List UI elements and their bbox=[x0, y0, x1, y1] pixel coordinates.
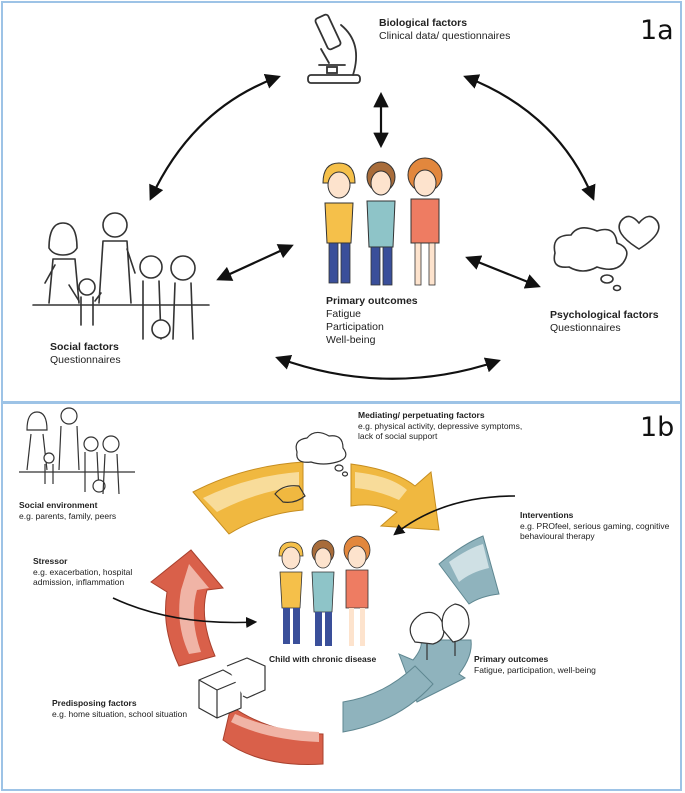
social-env-sub: e.g. parents, family, peers bbox=[19, 510, 117, 521]
panel-1b: 1b Mediating/ perpetuating factors e.g. … bbox=[1, 402, 682, 791]
family-group-icon bbox=[32, 212, 210, 340]
predisposing-title: Predisposing factors bbox=[52, 698, 137, 708]
stressor: Stressor e.g. exacerbation, hospital adm… bbox=[33, 556, 132, 588]
boxes-icon bbox=[198, 657, 266, 719]
arrow-interventions bbox=[393, 495, 516, 536]
stressor-line-2: admission, inflammation bbox=[33, 577, 125, 587]
interventions: Interventions e.g. PROfeel, serious gami… bbox=[520, 510, 669, 542]
predisposing-sub: e.g. home situation, school situation bbox=[52, 708, 188, 719]
panel-label-1b: 1b bbox=[640, 412, 675, 443]
social-environment-icon bbox=[19, 407, 135, 495]
primary-title-a: Primary outcomes bbox=[326, 295, 418, 307]
arrow-social-primary bbox=[216, 244, 294, 281]
thought-cloud-icon bbox=[274, 431, 349, 503]
social-env-title: Social environment bbox=[19, 500, 98, 510]
interventions-line-2: behavioural therapy bbox=[520, 531, 595, 541]
social-factors: Social factors Questionnaires bbox=[50, 341, 121, 367]
child-label: Child with chronic disease bbox=[269, 654, 377, 664]
mediating-factors: Mediating/ perpetuating factors e.g. phy… bbox=[358, 410, 522, 442]
primary-title-b: Primary outcomes bbox=[474, 654, 549, 664]
biological-title: Biological factors bbox=[379, 17, 468, 29]
three-children-center-icon bbox=[278, 535, 371, 646]
panel-1b-drawing bbox=[19, 407, 516, 765]
cycle-arrow-teal-tail bbox=[342, 665, 434, 733]
primary-item-wellbeing: Well-being bbox=[326, 334, 376, 346]
stressor-line-1: e.g. exacerbation, hospital bbox=[33, 566, 133, 577]
stressor-title: Stressor bbox=[33, 556, 68, 566]
primary-outcomes-a: Primary outcomes Fatigue Participation W… bbox=[326, 295, 418, 347]
primary-sub-b: Fatigue, participation, well-being bbox=[474, 664, 596, 675]
arrow-primary-psych bbox=[465, 255, 541, 289]
panel-1a: 1a Biological factors Clinical data/ que… bbox=[1, 1, 682, 403]
interventions-title: Interventions bbox=[520, 510, 574, 520]
mediating-line-1: e.g. physical activity, depressive sympt… bbox=[358, 420, 523, 431]
arrow-bio-social bbox=[149, 73, 281, 201]
arrow-bio-psych bbox=[463, 74, 596, 201]
mediating-line-2: lack of social support bbox=[358, 431, 438, 441]
panel-1a-drawing bbox=[32, 13, 660, 380]
primary-outcomes-b: Primary outcomes Fatigue, participation,… bbox=[474, 654, 596, 675]
biological-sub: Clinical data/ questionnaires bbox=[379, 30, 511, 42]
three-children-icon bbox=[322, 157, 443, 286]
social-title: Social factors bbox=[50, 341, 119, 353]
arrow-stressor bbox=[112, 597, 258, 629]
primary-item-fatigue: Fatigue bbox=[326, 308, 362, 320]
microscope-icon bbox=[307, 13, 361, 84]
social-environment: Social environment e.g. parents, family,… bbox=[19, 500, 116, 521]
social-sub: Questionnaires bbox=[50, 354, 121, 366]
predisposing-factors: Predisposing factors e.g. home situation… bbox=[52, 698, 187, 719]
psychological-title: Psychological factors bbox=[550, 309, 659, 321]
trees-icon bbox=[409, 603, 470, 660]
thought-cloud-heart-icon bbox=[553, 215, 660, 292]
mediating-title: Mediating/ perpetuating factors bbox=[358, 410, 485, 420]
panel-label-1a: 1a bbox=[640, 15, 674, 46]
biological-factors: Biological factors Clinical data/ questi… bbox=[379, 17, 510, 43]
primary-item-participation: Participation bbox=[326, 321, 384, 333]
arrow-social-psych bbox=[275, 354, 501, 380]
psychological-sub: Questionnaires bbox=[550, 322, 621, 334]
psychological-factors: Psychological factors Questionnaires bbox=[550, 309, 659, 335]
interventions-line-1: e.g. PROfeel, serious gaming, cognitive bbox=[520, 520, 670, 531]
